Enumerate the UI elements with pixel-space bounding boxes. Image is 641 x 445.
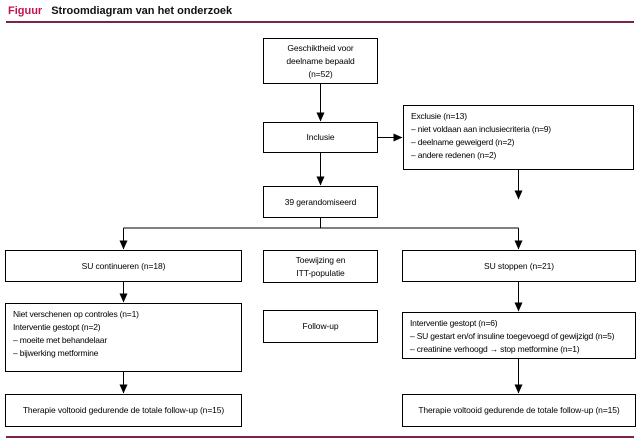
box-line: SU stoppen (n=21) bbox=[484, 260, 554, 271]
box-line: – bijwerking metformine bbox=[13, 348, 99, 358]
box-line: 39 gerandomiseerd bbox=[284, 196, 357, 207]
box-line: Niet verschenen op controles (n=1) bbox=[13, 309, 139, 319]
box-su-continue: SU continueren (n=18) bbox=[5, 250, 242, 282]
box-line: – niet voldaan aan inclusiecriteria (n=9… bbox=[411, 124, 551, 134]
box-line: deelname bepaald bbox=[286, 55, 355, 66]
bottom-rule bbox=[6, 436, 634, 438]
box-line: – andere redenen (n=2) bbox=[411, 150, 497, 160]
box-line: Toewijzing en bbox=[295, 254, 346, 265]
box-randomised: 39 gerandomiseerd bbox=[263, 186, 378, 218]
box-exclusie: Exclusie (n=13) – niet voldaan aan inclu… bbox=[403, 105, 634, 170]
box-line: Inclusie bbox=[306, 132, 335, 142]
box-left-dropout: Niet verschenen op controles (n=1) Inter… bbox=[5, 303, 242, 372]
figure-label: Figuur bbox=[8, 5, 43, 17]
box-inclusie: Inclusie bbox=[263, 122, 378, 153]
box-line: Exclusie (n=13) bbox=[411, 111, 467, 121]
box-line: Interventie gestopt (n=2) bbox=[13, 322, 101, 332]
box-line: Geschiktheid voor bbox=[287, 42, 354, 53]
box-followup: Follow-up bbox=[263, 310, 378, 343]
box-line: – creatinine verhoogd → stop metformine … bbox=[410, 344, 580, 354]
box-left-final: Therapie voltooid gedurende de totale fo… bbox=[5, 394, 242, 427]
box-assignment-itt: Toewijzing en ITT-populatie bbox=[263, 250, 378, 283]
box-su-stop: SU stoppen (n=21) bbox=[402, 250, 636, 282]
box-right-final: Therapie voltooid gedurende de totale fo… bbox=[402, 394, 636, 427]
box-line: – SU gestart en/of insuline toegevoegd o… bbox=[410, 331, 615, 341]
box-line: (n=52) bbox=[308, 68, 333, 79]
box-line: Follow-up bbox=[302, 321, 339, 331]
box-line: SU continueren (n=18) bbox=[81, 260, 166, 271]
box-right-dropout: Interventie gestopt (n=6) – SU gestart e… bbox=[402, 312, 636, 359]
box-line: Interventie gestopt (n=6) bbox=[410, 318, 498, 328]
box-line: – deelname geweigerd (n=2) bbox=[411, 137, 515, 147]
box-line: Therapie voltooid gedurende de totale fo… bbox=[418, 405, 620, 415]
box-line: Therapie voltooid gedurende de totale fo… bbox=[22, 405, 225, 415]
box-line: – moeite met behandelaar bbox=[13, 335, 107, 345]
top-rule bbox=[6, 21, 634, 23]
figure-title: Stroomdiagram van het onderzoek bbox=[51, 5, 233, 17]
box-eligibility: Geschiktheid voor deelname bepaald (n=52… bbox=[263, 38, 378, 84]
box-line: ITT-populatie bbox=[296, 267, 345, 278]
figure-header: Figuur Stroomdiagram van het onderzoek bbox=[8, 4, 232, 18]
